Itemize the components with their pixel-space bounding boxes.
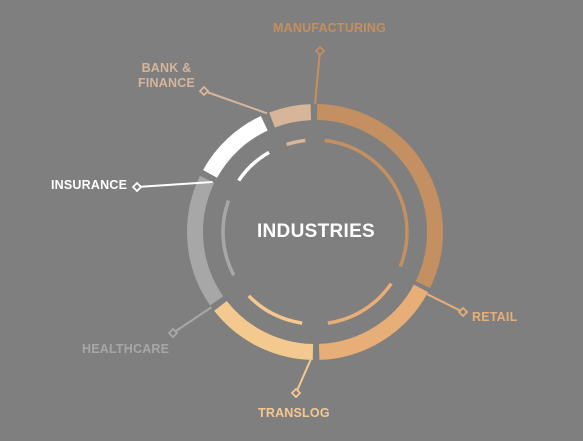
- label-manufacturing: MANUFACTURING: [273, 21, 387, 35]
- inner-arc-bank-finance: [286, 138, 306, 147]
- outer-arc-bank-finance: [269, 104, 312, 128]
- inner-arc-healthcare: [221, 199, 236, 277]
- outer-arc-manufacturing: [316, 104, 443, 289]
- outer-arc-retail: [318, 284, 429, 360]
- connector-line-bank-finance: [203, 90, 268, 115]
- label-healthcare: HEALTHCARE: [82, 342, 170, 356]
- diamond-marker-translog: [290, 387, 302, 399]
- outer-arc-healthcare: [187, 175, 224, 306]
- diamond-marker-healthcare: [167, 327, 179, 339]
- diamond-marker-manufacturing: [314, 45, 326, 57]
- connector-line-retail: [426, 293, 464, 313]
- inner-arc-manufacturing: [324, 138, 409, 268]
- connector-line-translog: [295, 359, 312, 394]
- outer-arc-insurance: [203, 115, 268, 178]
- connector-line-manufacturing: [314, 50, 321, 105]
- label-insurance: INSURANCE: [51, 178, 128, 192]
- connector-line-healthcare: [172, 306, 213, 334]
- connector-line-insurance: [136, 181, 213, 188]
- center-title: INDUSTRIES: [256, 221, 376, 242]
- label-retail: RETAIL: [472, 310, 518, 324]
- inner-arc-retail: [327, 282, 393, 325]
- label-translog: TRANSLOG: [258, 406, 330, 420]
- inner-arc-insurance: [237, 150, 270, 182]
- label-bank-finance: BANK & FINANCE: [138, 61, 195, 90]
- inner-arc-translog: [247, 294, 303, 325]
- outer-arc-translog: [214, 300, 314, 360]
- diamond-marker-bank-finance: [198, 85, 210, 97]
- diamond-marker-insurance: [131, 181, 143, 193]
- diamond-marker-retail: [457, 306, 469, 318]
